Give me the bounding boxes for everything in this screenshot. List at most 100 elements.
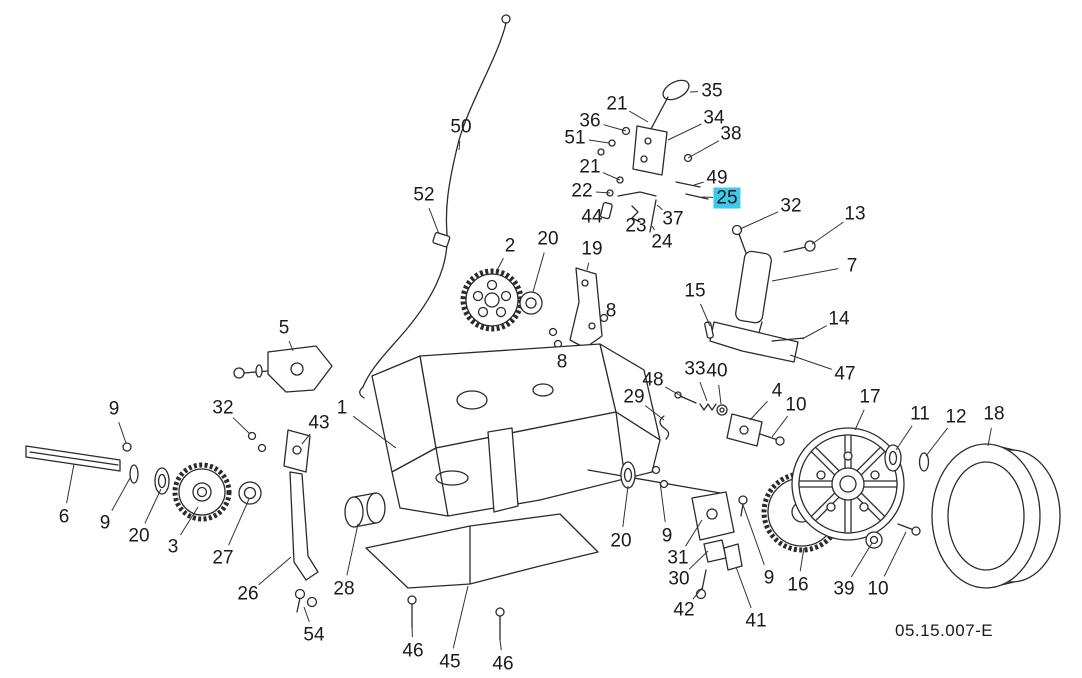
part-label-3[interactable]: 3 <box>167 536 179 558</box>
part-label-9[interactable]: 9 <box>108 398 120 420</box>
part-label-6[interactable]: 6 <box>58 506 70 528</box>
leader-line-1 <box>352 415 397 449</box>
tire-18-drawing <box>931 443 1061 589</box>
leader-line-43 <box>301 433 311 445</box>
part-label-38[interactable]: 38 <box>720 123 742 145</box>
leader-line-10 <box>883 531 907 577</box>
part-label-1[interactable]: 1 <box>336 397 348 419</box>
part-label-24[interactable]: 24 <box>651 231 673 253</box>
part-label-54[interactable]: 54 <box>303 624 325 646</box>
part-label-20[interactable]: 20 <box>537 228 559 250</box>
part-label-26[interactable]: 26 <box>237 583 259 605</box>
leader-line-18 <box>987 427 992 447</box>
part-label-25[interactable]: 25 <box>713 187 741 209</box>
leader-line-50 <box>458 140 461 151</box>
part-label-32[interactable]: 32 <box>780 195 802 217</box>
part-label-41[interactable]: 41 <box>745 610 767 632</box>
part-label-47[interactable]: 47 <box>834 363 856 385</box>
part-label-40[interactable]: 40 <box>706 360 728 382</box>
gear-3-drawing <box>172 462 262 522</box>
leader-line-22 <box>595 191 611 194</box>
part-label-11[interactable]: 11 <box>910 403 930 425</box>
part-label-2[interactable]: 2 <box>504 235 516 257</box>
leader-line-48 <box>664 386 684 398</box>
part-label-42[interactable]: 42 <box>673 599 695 621</box>
leader-line-34 <box>667 123 702 141</box>
leader-line-9 <box>742 504 765 565</box>
leader-line-12 <box>925 427 948 457</box>
leader-line-9 <box>111 477 131 512</box>
part-label-10[interactable]: 10 <box>867 578 889 600</box>
part-label-20[interactable]: 20 <box>610 530 632 552</box>
part-label-7[interactable]: 7 <box>846 255 858 277</box>
part-label-4[interactable]: 4 <box>771 380 783 402</box>
part-label-52[interactable]: 52 <box>413 184 435 206</box>
leader-line-9 <box>659 481 666 523</box>
part-label-10[interactable]: 10 <box>785 394 807 416</box>
cable-50-drawing <box>359 14 511 399</box>
part-label-46[interactable]: 46 <box>402 640 424 662</box>
drawing-code: 05.15.007-E <box>895 621 994 640</box>
washers-right-drawing <box>865 444 930 549</box>
leader-line-27 <box>228 498 250 546</box>
part-label-39[interactable]: 39 <box>833 578 855 600</box>
part-label-22[interactable]: 22 <box>571 180 593 202</box>
part-label-32[interactable]: 32 <box>212 397 234 419</box>
part-label-5[interactable]: 5 <box>278 317 290 339</box>
part-label-34[interactable]: 34 <box>703 107 725 129</box>
part-label-46[interactable]: 46 <box>492 653 514 675</box>
part-label-13[interactable]: 13 <box>844 203 866 225</box>
part-label-15[interactable]: 15 <box>684 280 706 302</box>
part-label-27[interactable]: 27 <box>212 547 234 569</box>
part-label-19[interactable]: 19 <box>581 238 603 260</box>
axle-6-drawing <box>25 442 170 495</box>
part-label-48[interactable]: 48 <box>642 369 664 391</box>
part-label-17[interactable]: 17 <box>859 386 881 408</box>
part-label-12[interactable]: 12 <box>945 406 967 428</box>
part-label-33[interactable]: 33 <box>684 358 706 380</box>
part-label-9[interactable]: 9 <box>99 512 111 534</box>
leader-line-28 <box>346 523 359 576</box>
part-label-21[interactable]: 21 <box>606 93 628 115</box>
part-label-9[interactable]: 9 <box>661 525 673 547</box>
part-label-20[interactable]: 20 <box>128 525 150 547</box>
lever-assembly-drawing <box>597 79 709 233</box>
leader-line-39 <box>850 542 873 578</box>
part-label-50[interactable]: 50 <box>450 116 472 138</box>
part-label-31[interactable]: 31 <box>667 547 689 569</box>
part-label-30[interactable]: 30 <box>668 568 690 590</box>
part-label-29[interactable]: 29 <box>623 386 645 408</box>
part-label-49[interactable]: 49 <box>706 167 728 189</box>
part-label-9[interactable]: 9 <box>763 567 775 589</box>
part-label-14[interactable]: 14 <box>828 308 850 330</box>
leader-line-41 <box>735 566 752 609</box>
part-label-21[interactable]: 21 <box>579 156 601 178</box>
part-label-44[interactable]: 44 <box>581 206 603 228</box>
part-label-35[interactable]: 35 <box>701 80 723 102</box>
leader-line-10 <box>771 415 788 438</box>
part-label-8[interactable]: 8 <box>556 351 568 373</box>
part-label-37[interactable]: 37 <box>662 208 684 230</box>
leader-line-26 <box>258 556 292 586</box>
part-label-43[interactable]: 43 <box>308 412 330 434</box>
part-label-36[interactable]: 36 <box>579 110 601 132</box>
leader-line-3 <box>179 506 199 536</box>
leader-line-20 <box>532 252 545 293</box>
part-label-28[interactable]: 28 <box>333 578 355 600</box>
leader-line-33 <box>699 381 708 402</box>
linkage-cluster-drawing <box>659 391 785 517</box>
leader-line-21 <box>628 110 649 123</box>
leader-line-42 <box>692 587 703 600</box>
part-label-45[interactable]: 45 <box>439 651 461 673</box>
part-label-16[interactable]: 16 <box>787 574 809 596</box>
leader-line-31 <box>685 519 703 547</box>
part-label-51[interactable]: 51 <box>564 127 586 149</box>
leader-line-20 <box>144 488 162 524</box>
part-label-8[interactable]: 8 <box>605 300 617 322</box>
leader-line-46 <box>499 639 502 651</box>
wheel-17-drawing <box>791 427 905 541</box>
part-label-23[interactable]: 23 <box>625 215 647 237</box>
leader-line-6 <box>66 463 75 504</box>
leader-line-5 <box>288 340 294 352</box>
part-label-18[interactable]: 18 <box>983 403 1005 425</box>
